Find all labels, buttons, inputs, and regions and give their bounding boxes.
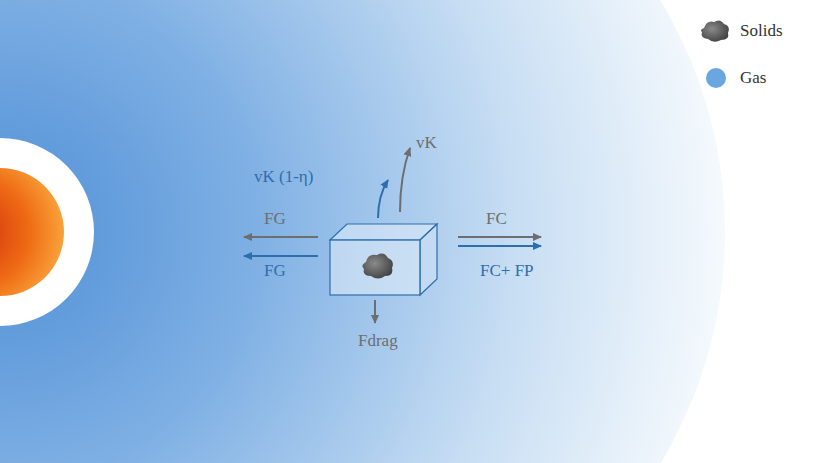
- gas-parcel-box: [330, 224, 437, 295]
- gravity-label: FG: [264, 210, 286, 229]
- star: [0, 168, 64, 296]
- inner-cavity: [0, 138, 94, 326]
- gravity-arrow-solid: [244, 236, 318, 238]
- solids-icon: [701, 20, 729, 41]
- gas-velocity-arrow: [378, 180, 388, 218]
- drag-arrow: [374, 300, 376, 323]
- centrifugal-arrow-solid: [458, 236, 541, 238]
- drag-label: Fdrag: [358, 332, 398, 351]
- legend-text: Gas: [740, 68, 766, 88]
- gas-disk: [0, 0, 725, 463]
- solid-velocity-label: vK: [416, 134, 437, 153]
- legend-text: Solids: [740, 21, 783, 41]
- solid-velocity-arrow: [400, 148, 410, 212]
- gas-velocity-label: vK (1-η): [254, 168, 313, 187]
- centrifugal-label: FC: [486, 210, 507, 229]
- gravity-arrow-gas: [244, 255, 318, 257]
- gas-swatch: [706, 68, 726, 88]
- gravity-label: FG: [264, 262, 286, 281]
- centrifugal-pressure-label: FC+ FP: [480, 262, 534, 281]
- centrifugal-pressure-arrow-gas: [458, 245, 541, 247]
